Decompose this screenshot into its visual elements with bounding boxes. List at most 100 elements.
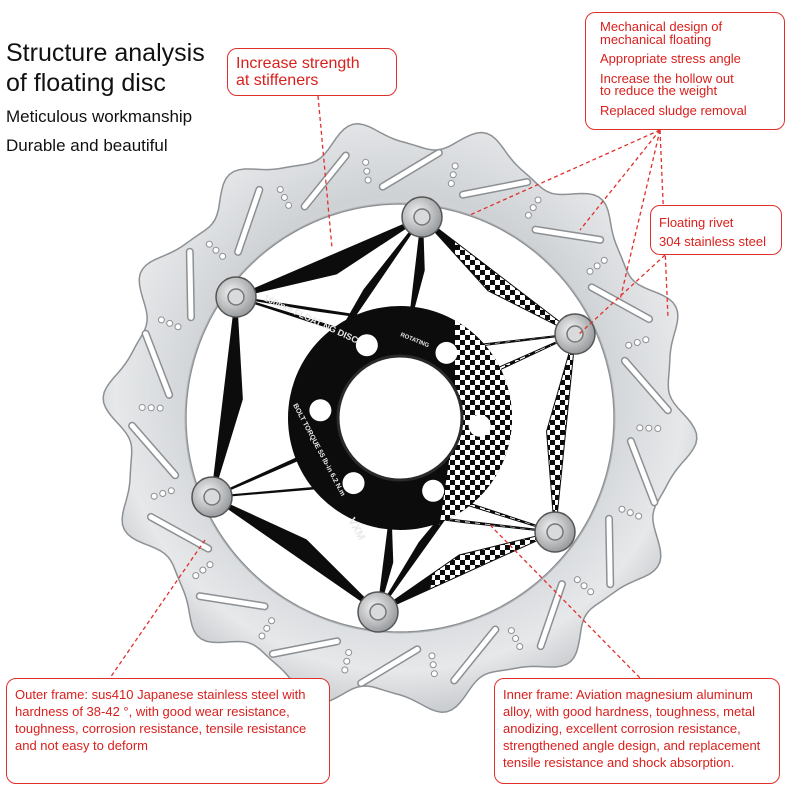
vent-hole bbox=[529, 204, 537, 212]
rivet bbox=[401, 196, 443, 238]
vent-hole bbox=[285, 201, 293, 209]
vent-hole bbox=[654, 425, 662, 433]
carrier-rim bbox=[211, 296, 243, 498]
callout-strength-line-2: at stiffeners bbox=[236, 72, 319, 89]
callout-mech-line-6: Replaced sludge removal bbox=[600, 102, 747, 118]
rivet bbox=[534, 511, 576, 553]
rotor-slot bbox=[532, 227, 603, 243]
rotor-slot bbox=[187, 249, 194, 320]
vent-hole bbox=[138, 403, 146, 411]
vent-hole bbox=[586, 267, 594, 275]
rivet bbox=[357, 591, 399, 633]
vent-hole bbox=[147, 404, 155, 412]
carrier-rim bbox=[422, 217, 575, 334]
carrier-rim bbox=[211, 496, 379, 613]
rotor-slot bbox=[143, 331, 172, 398]
rotor-slot bbox=[622, 358, 671, 413]
carrier-arm bbox=[408, 216, 425, 324]
rotor-slot bbox=[235, 187, 262, 255]
rotor-slot bbox=[380, 150, 442, 190]
rotor-slot bbox=[589, 284, 652, 322]
carrier-bolt-hole bbox=[309, 399, 332, 422]
carrier-arm bbox=[377, 512, 394, 613]
vent-hole bbox=[341, 666, 349, 674]
vent-hole bbox=[580, 582, 588, 590]
vent-hole bbox=[449, 171, 457, 179]
center-hole bbox=[336, 354, 464, 482]
vent-hole bbox=[633, 338, 641, 346]
vent-hole bbox=[364, 176, 372, 184]
callout-rivet-line-2: 304 stainless steel bbox=[659, 234, 766, 249]
vent-hole bbox=[280, 193, 288, 201]
inner-spider-carrier bbox=[211, 216, 576, 613]
callout-mech-line-2: mechanical floating bbox=[600, 31, 712, 47]
vent-hole bbox=[192, 572, 200, 580]
vent-hole bbox=[363, 167, 371, 175]
callout-mech-line-5: to reduce the weight bbox=[600, 83, 718, 98]
vent-hole bbox=[618, 505, 626, 513]
rotor-slot bbox=[538, 581, 565, 649]
vent-hole bbox=[156, 404, 164, 412]
vent-hole bbox=[635, 512, 643, 520]
rotor-ring bbox=[102, 123, 698, 713]
subtitle-durable: Durable and beautiful bbox=[6, 136, 168, 155]
vent-hole bbox=[516, 643, 524, 651]
rotor-slot bbox=[197, 593, 268, 609]
callout-mech-line-1: Mechanical design of bbox=[600, 19, 723, 34]
vent-hole bbox=[150, 492, 158, 500]
callout-floating-rivet: Floating rivet 304 stainless steel bbox=[650, 205, 782, 255]
vent-hole bbox=[600, 256, 608, 264]
carrier-rim bbox=[235, 216, 423, 298]
vent-hole bbox=[345, 648, 353, 656]
rotor-slot bbox=[628, 438, 657, 505]
vent-hole bbox=[451, 162, 459, 170]
rotor-slot bbox=[148, 514, 211, 552]
carrier-bolt-hole bbox=[435, 341, 458, 364]
vent-hole bbox=[167, 487, 175, 495]
vent-hole bbox=[534, 196, 542, 204]
vent-hole bbox=[343, 657, 351, 665]
carrier-bolt-hole bbox=[342, 472, 365, 495]
floating-rivets bbox=[191, 196, 596, 633]
callout-outer-frame: Outer frame: sus410 Japanese stainless s… bbox=[6, 678, 330, 784]
vent-hole bbox=[212, 246, 220, 254]
callout-mech-line-3: Appropriate stress angle bbox=[600, 51, 741, 66]
subtitle-workmanship: Meticulous workmanship bbox=[6, 107, 193, 126]
rotor-slot bbox=[129, 423, 178, 478]
vent-hole bbox=[263, 624, 271, 632]
carrier-rim bbox=[547, 334, 575, 532]
callout-mech-line-4: Increase the hollow out bbox=[600, 70, 734, 86]
vent-hole bbox=[642, 336, 650, 344]
callout-rivet-line-1: Floating rivet bbox=[659, 215, 734, 230]
rotor-slot bbox=[270, 638, 340, 657]
vent-hole bbox=[430, 670, 438, 678]
title-line-1: Structure analysis bbox=[6, 39, 205, 67]
vent-hole bbox=[166, 319, 174, 327]
rotor-slot bbox=[451, 626, 498, 683]
title-line-2: of floating disc bbox=[6, 69, 166, 97]
vent-hole bbox=[573, 576, 581, 584]
vent-hole bbox=[199, 566, 207, 574]
callout-strength-line-1: Increase strength bbox=[236, 55, 360, 72]
vent-hole bbox=[206, 561, 214, 569]
vent-hole bbox=[524, 211, 532, 219]
rotor-slot bbox=[606, 516, 613, 587]
vent-hole bbox=[626, 509, 634, 517]
vent-hole bbox=[174, 323, 182, 331]
rivet bbox=[191, 476, 233, 518]
vent-hole bbox=[593, 262, 601, 270]
vent-hole bbox=[219, 252, 227, 260]
vent-hole bbox=[205, 240, 213, 248]
vent-hole bbox=[428, 652, 436, 660]
vent-hole bbox=[276, 185, 284, 193]
vent-hole bbox=[636, 424, 644, 432]
rivet bbox=[554, 313, 596, 355]
vent-hole bbox=[268, 617, 276, 625]
rotor-slot bbox=[358, 646, 420, 686]
vent-hole bbox=[429, 661, 437, 669]
vent-hole bbox=[157, 316, 165, 324]
vent-hole bbox=[362, 158, 370, 166]
callout-mechanical-design: Mechanical design of mechanical floating… bbox=[585, 12, 785, 130]
vent-hole bbox=[258, 632, 266, 640]
